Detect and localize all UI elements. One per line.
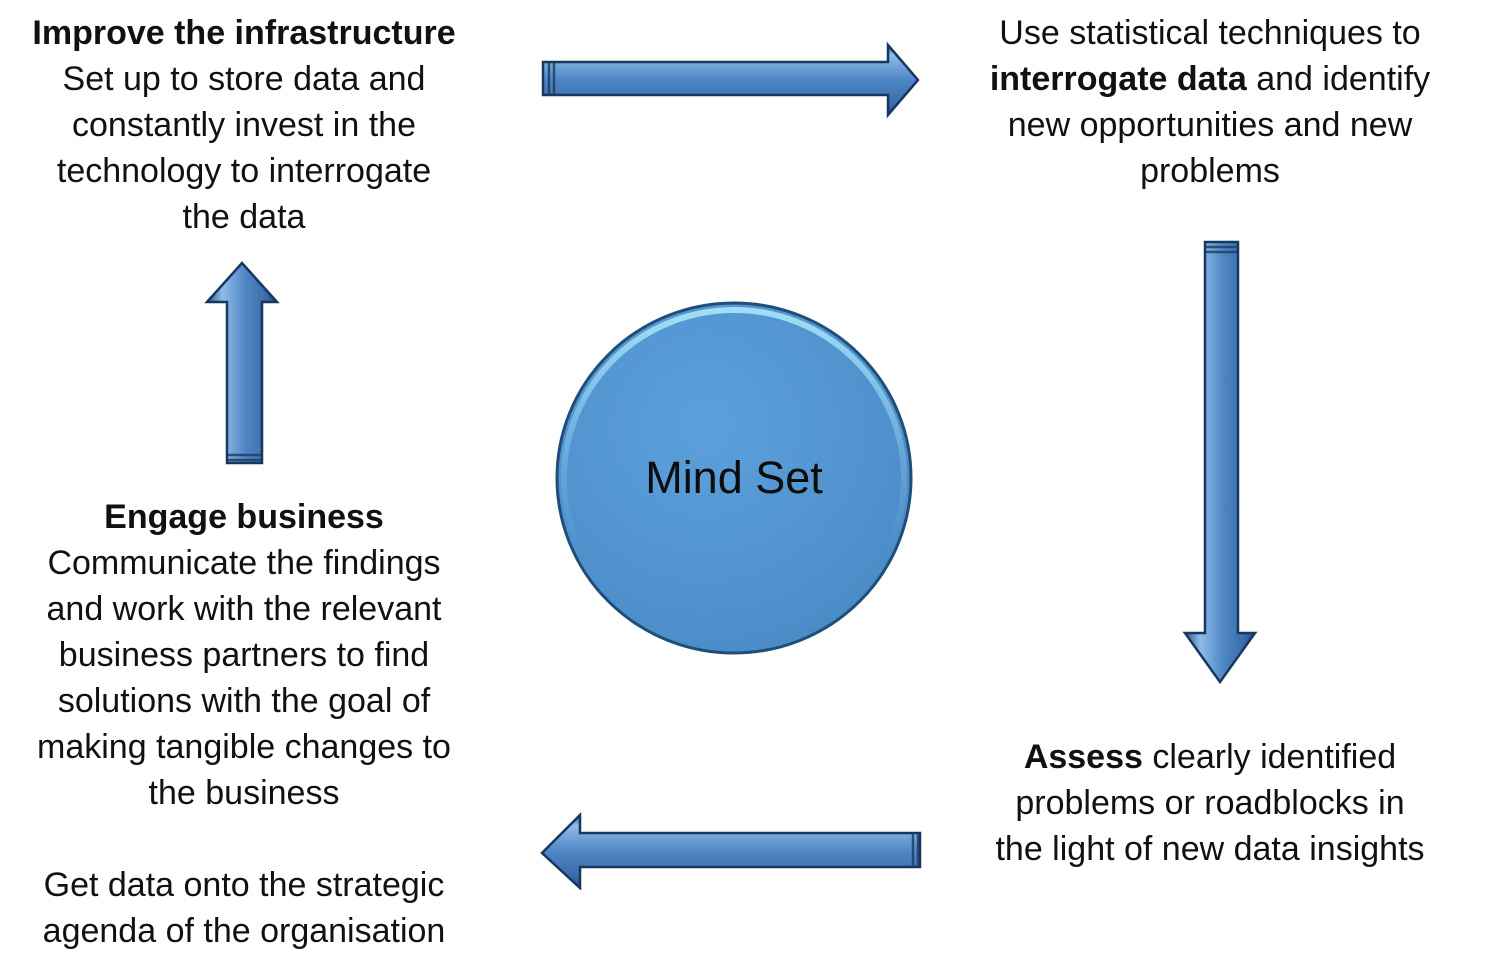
text-segment: problems or roadblocks in [1015, 784, 1405, 822]
strategic-agenda-block: Get data onto the strategic agenda of the… [8, 862, 480, 954]
arrow-left-icon [540, 811, 922, 890]
text-segment: Communicate the findings [47, 544, 441, 582]
text-line: problems [965, 148, 1455, 194]
text-segment: clearly identified [1142, 738, 1397, 776]
text-line: solutions with the goal of [8, 678, 480, 724]
assess-text: Assess clearly identified problems or roa… [965, 734, 1455, 872]
text-segment: new opportunities and new [1007, 106, 1413, 144]
assess-block: Assess clearly identified problems or roa… [965, 734, 1455, 872]
mindset-circle: Mind Set [548, 296, 920, 660]
text-line: Set up to store data and [8, 56, 480, 102]
engage-business-body: Communicate the findings and work with th… [8, 540, 480, 816]
interrogate-data-text: Use statistical techniques to interrogate… [965, 10, 1455, 194]
text-segment: agenda of the organisation [42, 912, 446, 950]
improve-infrastructure-block: Improve the infrastructure Set up to sto… [8, 10, 480, 240]
engage-business-heading: Engage business [104, 498, 384, 536]
text-segment: making tangible changes to [37, 728, 451, 766]
interrogate-data-block: Use statistical techniques to interrogate… [965, 10, 1455, 194]
text-segment: and identify [1246, 60, 1431, 98]
text-line: business partners to find [8, 632, 480, 678]
text-line: making tangible changes to [8, 724, 480, 770]
text-segment: solutions with the goal of [57, 682, 431, 720]
text-line: technology to interrogate [8, 148, 480, 194]
arrow-down-icon [1182, 240, 1258, 685]
text-line: Use statistical techniques to [965, 10, 1455, 56]
text-segment: Assess [1023, 738, 1143, 776]
text-line: the business [8, 770, 480, 816]
text-segment: Get data onto the strategic [43, 866, 445, 904]
text-line: agenda of the organisation [8, 908, 480, 954]
mindset-circle-shape [555, 301, 913, 655]
engage-business-block: Engage business Communicate the findings… [8, 494, 480, 816]
text-segment: constantly invest in the [72, 106, 416, 144]
text-segment: business partners to find [58, 636, 430, 674]
improve-infrastructure-body: Set up to store data and constantly inves… [8, 56, 480, 240]
text-segment: problems [1140, 152, 1280, 190]
text-segment: the business [148, 774, 340, 812]
text-line: Get data onto the strategic [8, 862, 480, 908]
mindset-label: Mind Set [645, 452, 823, 503]
text-line: problems or roadblocks in [965, 780, 1455, 826]
text-line: new opportunities and new [965, 102, 1455, 148]
text-segment: Set up to store data and [62, 60, 426, 98]
improve-infrastructure-heading: Improve the infrastructure [32, 14, 456, 52]
text-line: the data [8, 194, 480, 240]
text-line: Assess clearly identified [965, 734, 1455, 780]
text-line: the light of new data insights [965, 826, 1455, 872]
text-line: constantly invest in the [8, 102, 480, 148]
text-segment: the light of new data insights [995, 830, 1425, 868]
strategic-agenda-text: Get data onto the strategic agenda of the… [8, 862, 480, 954]
text-line: interrogate data and identify [965, 56, 1455, 102]
text-line: Communicate the findings [8, 540, 480, 586]
text-segment: technology to interrogate [56, 152, 432, 190]
text-segment: the data [182, 198, 306, 236]
text-segment: interrogate data [989, 60, 1247, 98]
arrow-right-icon [541, 41, 920, 119]
text-line: and work with the relevant [8, 586, 480, 632]
text-segment: Use statistical techniques to [999, 14, 1421, 52]
text-segment: and work with the relevant [46, 590, 442, 628]
arrow-up-icon [204, 261, 280, 465]
